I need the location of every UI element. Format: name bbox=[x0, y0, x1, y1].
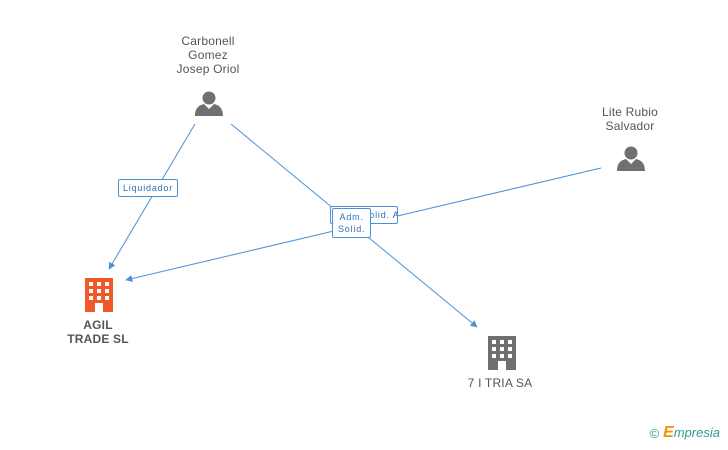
person-icon bbox=[617, 146, 645, 171]
edge-label-adm-solid: Adm. Solid. bbox=[332, 208, 372, 238]
person-name-line: Josep Oriol bbox=[176, 62, 240, 76]
person-name-carbonell[interactable]: Carbonell Gomez Josep Oriol bbox=[160, 34, 256, 76]
company-name-line: 7 I TRIA SA bbox=[467, 376, 533, 390]
person-name-line: Gomez bbox=[188, 48, 228, 62]
company-name-7itria[interactable]: 7 I TRIA SA bbox=[452, 376, 548, 390]
person-name-line: Lite Rubio bbox=[601, 105, 659, 119]
person-name-line: Salvador bbox=[605, 119, 655, 133]
person-name-line: Carbonell bbox=[181, 34, 235, 48]
footer-brand[interactable]: © Empresia bbox=[649, 424, 720, 442]
brand-logo-text: mpresia bbox=[673, 425, 720, 440]
building-icon bbox=[85, 278, 113, 312]
copyright-icon: © bbox=[649, 425, 660, 441]
edge-label-line: Adm. bbox=[339, 212, 364, 222]
company-name-line: TRADE SL bbox=[67, 332, 129, 346]
person-name-lite[interactable]: Lite Rubio Salvador bbox=[584, 105, 676, 133]
brand-logo: Empresia bbox=[663, 424, 720, 442]
edge-label-liquidador: Liquidador bbox=[118, 179, 179, 197]
brand-logo-initial: E bbox=[663, 424, 674, 441]
company-name-line: AGIL bbox=[83, 318, 113, 332]
building-icon bbox=[488, 336, 516, 370]
company-name-agil[interactable]: AGIL TRADE SL bbox=[50, 318, 146, 346]
person-icon bbox=[195, 91, 223, 116]
edge-label-line: Solid. bbox=[338, 224, 366, 234]
